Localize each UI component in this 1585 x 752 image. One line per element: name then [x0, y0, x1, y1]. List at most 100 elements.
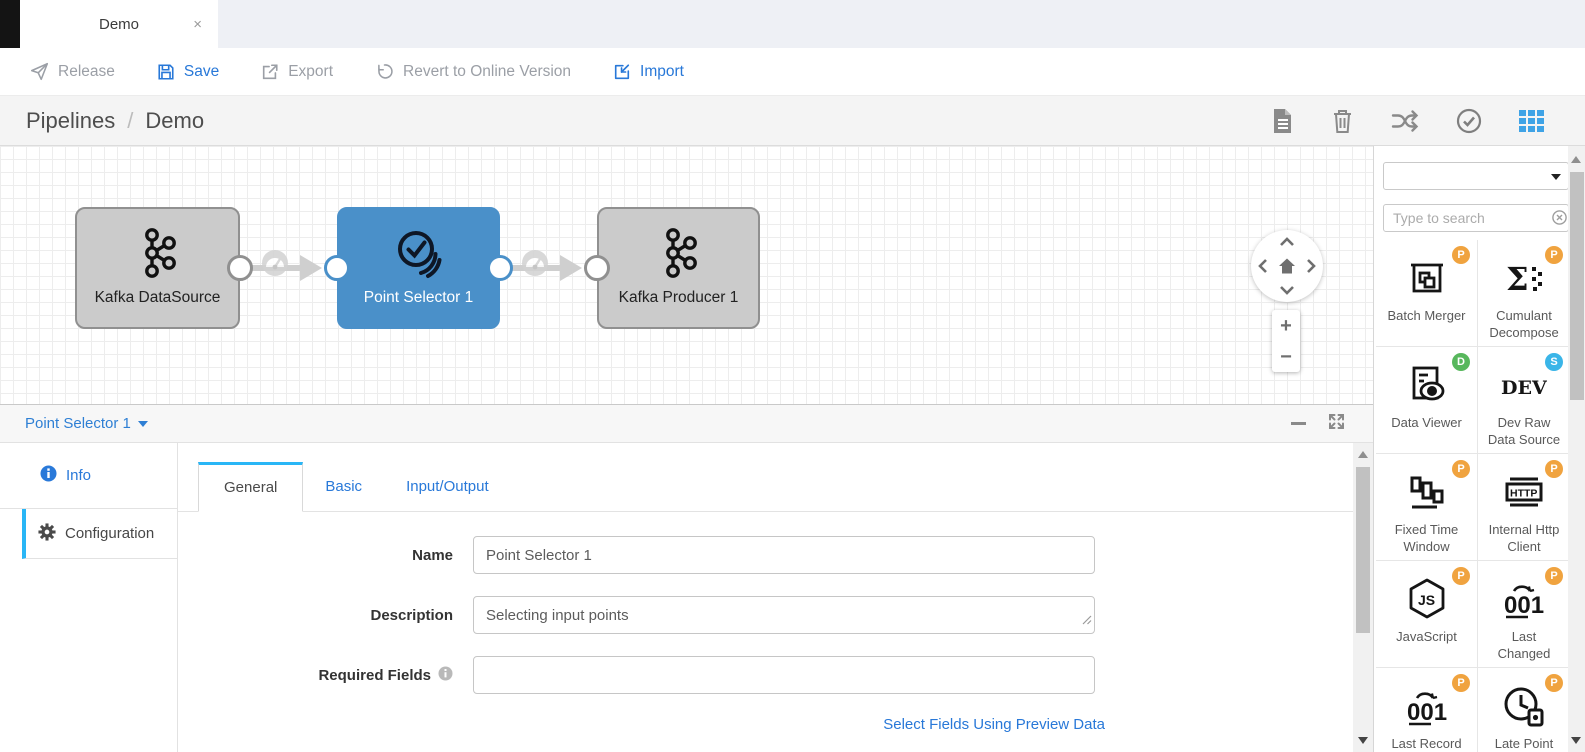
- inspector-stage-selector[interactable]: Point Selector 1: [25, 415, 148, 432]
- palette-item-dev-raw-data-source[interactable]: S DEV Dev Raw Data Source: [1478, 347, 1570, 454]
- edge-gauge-icon: [258, 248, 292, 283]
- general-form: Name Description Require: [178, 512, 1373, 734]
- revert-button[interactable]: Revert to Online Version: [375, 62, 571, 81]
- kafka-icon: [137, 223, 179, 285]
- input-port[interactable]: [324, 255, 350, 281]
- scrollbar-thumb[interactable]: [1570, 172, 1584, 400]
- stage-badge: P: [1452, 567, 1470, 585]
- delete-trash-icon[interactable]: [1331, 108, 1354, 134]
- stage-badge: P: [1545, 674, 1563, 692]
- fixed-time-window-icon: [1404, 464, 1450, 522]
- release-button[interactable]: Release: [30, 62, 115, 81]
- breadcrumb-separator: /: [127, 107, 134, 133]
- tab-bar: Demo ×: [0, 0, 1585, 48]
- point-selector-icon: [391, 223, 447, 285]
- palette-item-cumulant-decompose[interactable]: P Σ Cumulant Decompose: [1478, 240, 1570, 347]
- output-port[interactable]: [227, 255, 253, 281]
- resize-grip-icon[interactable]: [1082, 612, 1092, 630]
- pan-right-icon[interactable]: [1306, 258, 1316, 274]
- tab-general[interactable]: General: [198, 462, 304, 512]
- stage-badge: P: [1545, 567, 1563, 585]
- palette-item-last-record[interactable]: P 001 Last Record: [1376, 668, 1478, 752]
- node-point-selector[interactable]: Point Selector 1: [337, 207, 500, 329]
- shuffle-icon[interactable]: [1391, 109, 1419, 133]
- close-tab-icon[interactable]: ×: [193, 15, 202, 33]
- palette-item-fixed-time-window[interactable]: P Fixed Time Window: [1376, 454, 1478, 561]
- batch-merger-icon: [1404, 250, 1450, 308]
- clear-search-icon[interactable]: [1552, 210, 1567, 230]
- notes-file-icon[interactable]: [1270, 108, 1294, 134]
- app-menu-strip[interactable]: [0, 0, 20, 48]
- stage-library-grid-icon[interactable]: [1519, 109, 1545, 132]
- pipeline-tab-demo[interactable]: Demo ×: [20, 0, 218, 48]
- kafka-icon: [658, 223, 700, 285]
- stage-badge: S: [1545, 353, 1563, 371]
- tab-basic[interactable]: Basic: [325, 478, 363, 495]
- info-icon: [40, 465, 57, 486]
- dev-raw-data-source-icon: DEV: [1495, 357, 1553, 415]
- palette-item-javascript[interactable]: P JS JavaScript: [1376, 561, 1478, 668]
- stage-badge: P: [1452, 246, 1470, 264]
- description-input[interactable]: [473, 596, 1095, 634]
- pan-down-icon[interactable]: [1279, 285, 1295, 295]
- scroll-down-icon[interactable]: [1571, 737, 1581, 744]
- stage-type-select[interactable]: [1383, 162, 1569, 190]
- node-kafka-producer[interactable]: Kafka Producer 1: [597, 207, 760, 329]
- description-field-label: Description: [370, 606, 453, 624]
- inspector-body: Info Configuration General Basic Input/O…: [0, 443, 1373, 752]
- save-button[interactable]: Save: [157, 63, 219, 81]
- palette-item-last-changed[interactable]: P 001 Last Changed: [1478, 561, 1570, 668]
- scroll-up-icon[interactable]: [1571, 156, 1581, 163]
- name-field-label: Name: [412, 546, 453, 564]
- required-fields-input[interactable]: [473, 656, 1095, 694]
- name-input[interactable]: [473, 536, 1095, 574]
- zoom-out-button[interactable]: −: [1280, 345, 1292, 368]
- inspector-scrollbar[interactable]: [1353, 443, 1373, 752]
- node-label: Kafka DataSource: [94, 289, 221, 306]
- zoom-in-button[interactable]: +: [1280, 314, 1292, 337]
- nav-item-configuration[interactable]: Configuration: [22, 509, 177, 559]
- palette-item-batch-merger[interactable]: P Batch Merger: [1376, 240, 1478, 347]
- late-point-icon: [1500, 678, 1548, 736]
- stage-badge: P: [1545, 460, 1563, 478]
- stage-badge: P: [1452, 460, 1470, 478]
- scrollbar-thumb[interactable]: [1356, 467, 1370, 633]
- configuration-content: General Basic Input/Output Name Descript…: [178, 443, 1373, 752]
- nav-item-info[interactable]: Info: [0, 443, 177, 509]
- scroll-up-icon[interactable]: [1358, 451, 1368, 458]
- palette-scrollbar[interactable]: [1568, 146, 1585, 752]
- validate-check-icon[interactable]: [1456, 108, 1482, 134]
- pan-left-icon[interactable]: [1258, 258, 1268, 274]
- inspector-side-nav: Info Configuration: [0, 443, 178, 752]
- pipeline-actions: [1270, 108, 1545, 134]
- node-kafka-datasource[interactable]: Kafka DataSource: [75, 207, 240, 329]
- breadcrumb-pipelines[interactable]: Pipelines: [26, 107, 116, 133]
- palette-item-data-viewer[interactable]: D Data Viewer: [1376, 347, 1478, 454]
- tab-input-output[interactable]: Input/Output: [406, 478, 489, 495]
- node-label: Point Selector 1: [363, 289, 474, 306]
- expand-panel-icon[interactable]: [1328, 413, 1345, 435]
- canvas-pan-widget: [1251, 230, 1323, 302]
- export-button[interactable]: Export: [261, 63, 333, 81]
- palette-search-input[interactable]: [1383, 204, 1569, 232]
- pan-up-icon[interactable]: [1279, 237, 1295, 247]
- import-button[interactable]: Import: [613, 63, 684, 81]
- data-viewer-icon: [1404, 357, 1450, 415]
- output-port[interactable]: [487, 255, 513, 281]
- palette-item-late-point[interactable]: P Late Point: [1478, 668, 1570, 752]
- stage-badge: P: [1545, 246, 1563, 264]
- pipeline-canvas[interactable]: Kafka DataSource Point Selector 1: [0, 146, 1373, 404]
- home-icon[interactable]: [1277, 256, 1297, 276]
- stage-badge: D: [1452, 353, 1470, 371]
- minimize-panel-icon[interactable]: [1291, 422, 1306, 425]
- gear-icon: [38, 522, 56, 545]
- svg-text:HTTP: HTTP: [1510, 488, 1537, 500]
- breadcrumb: Pipelines / Demo: [26, 108, 204, 134]
- info-tooltip-icon[interactable]: [438, 666, 453, 685]
- palette-item-internal-http-client[interactable]: P HTTP Internal Http Client: [1478, 454, 1570, 561]
- input-port[interactable]: [584, 255, 610, 281]
- last-record-icon: 001: [1402, 678, 1452, 736]
- scroll-down-icon[interactable]: [1358, 737, 1368, 744]
- select-fields-link[interactable]: Select Fields Using Preview Data: [883, 716, 1105, 733]
- pipeline-toolbar: Release Save Export Revert to Online Ver…: [0, 48, 1585, 96]
